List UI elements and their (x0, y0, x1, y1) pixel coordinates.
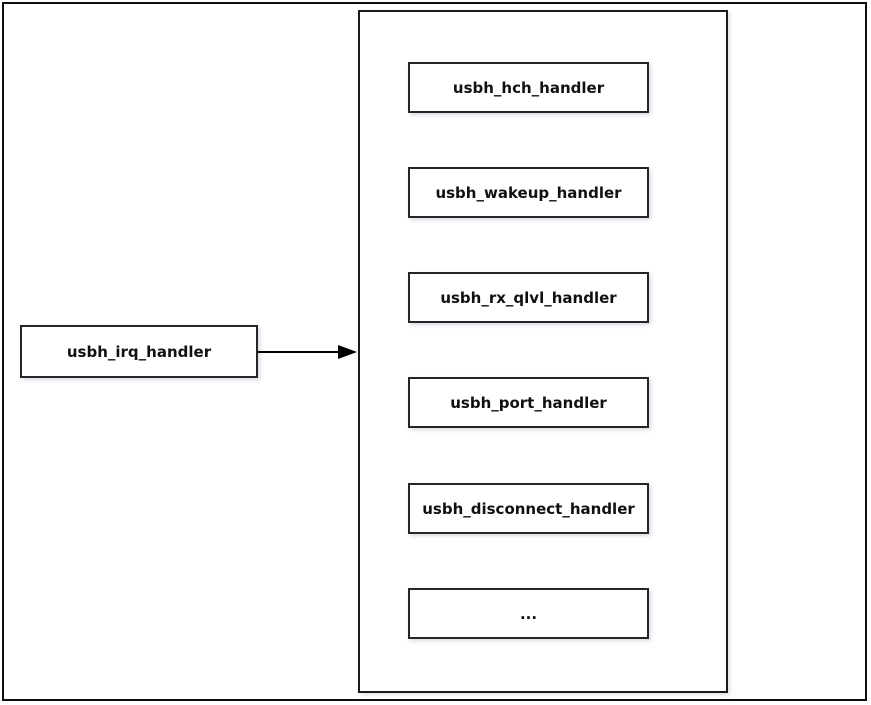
node-label: usbh_wakeup_handler (435, 183, 622, 202)
arrow-connector-icon (258, 345, 357, 359)
handlers-group-box: usbh_hch_handler usbh_wakeup_handler usb… (358, 10, 728, 693)
node-label: usbh_rx_qlvl_handler (440, 288, 617, 307)
node-usbh-irq-handler: usbh_irq_handler (20, 325, 258, 378)
node-label: usbh_port_handler (450, 393, 607, 412)
node-label: usbh_irq_handler (66, 342, 212, 361)
node-usbh-hch-handler: usbh_hch_handler (408, 62, 649, 113)
node-label: ... (519, 604, 538, 623)
node-label: usbh_hch_handler (452, 78, 605, 97)
node-usbh-wakeup-handler: usbh_wakeup_handler (408, 167, 649, 218)
node-label: usbh_disconnect_handler (422, 499, 635, 518)
node-usbh-rx-qlvl-handler: usbh_rx_qlvl_handler (408, 272, 649, 323)
node-usbh-port-handler: usbh_port_handler (408, 377, 649, 428)
node-ellipsis-handlers: ... (408, 588, 649, 639)
node-usbh-disconnect-handler: usbh_disconnect_handler (408, 483, 649, 534)
